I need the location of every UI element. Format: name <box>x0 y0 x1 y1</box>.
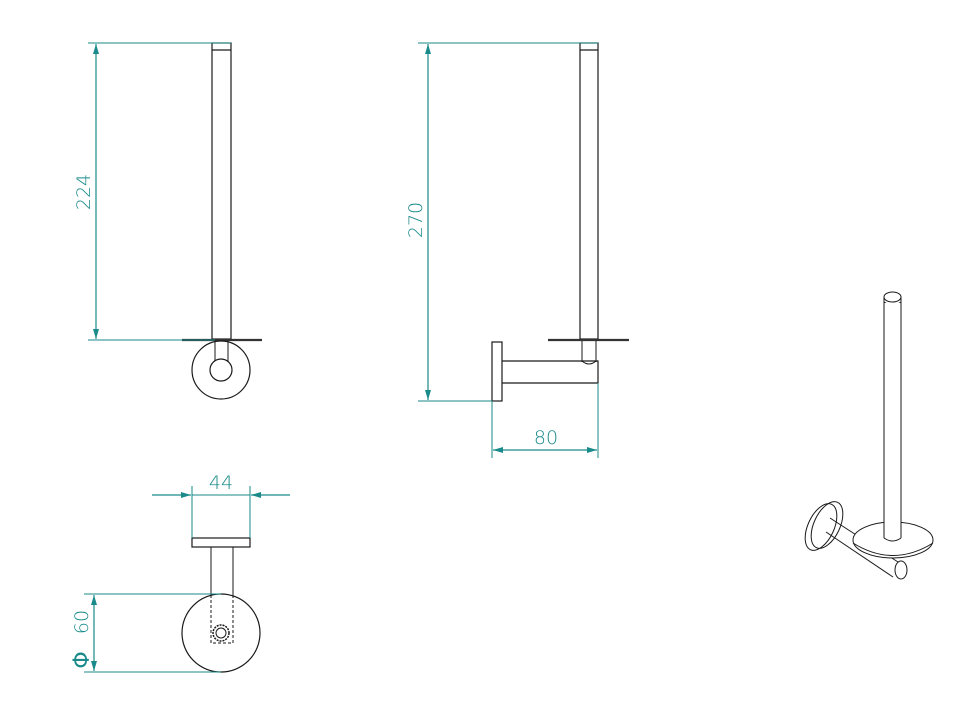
side-view: 270 80 <box>405 42 629 458</box>
height-dimension-224: 224 <box>73 174 95 210</box>
arm-section <box>209 358 233 382</box>
depth-dimension-80: 80 <box>534 427 558 449</box>
rod-outline <box>579 42 599 340</box>
wall-rosette <box>191 340 251 400</box>
wall-rosette <box>181 593 261 673</box>
screw-hole <box>212 624 230 642</box>
rod-outline <box>211 42 232 340</box>
isometric-view <box>804 291 934 580</box>
top-view: 44 60 Φ <box>70 472 290 673</box>
front-view: 224 <box>73 42 262 400</box>
width-dimension-44: 44 <box>209 472 233 494</box>
diameter-symbol: Φ <box>70 651 95 668</box>
wall-rosette <box>491 341 503 402</box>
diameter-dimension-60: 60 <box>71 610 93 634</box>
height-dimension-270: 270 <box>405 202 427 238</box>
horizontal-arm <box>502 360 599 384</box>
plate-edge <box>191 537 251 548</box>
